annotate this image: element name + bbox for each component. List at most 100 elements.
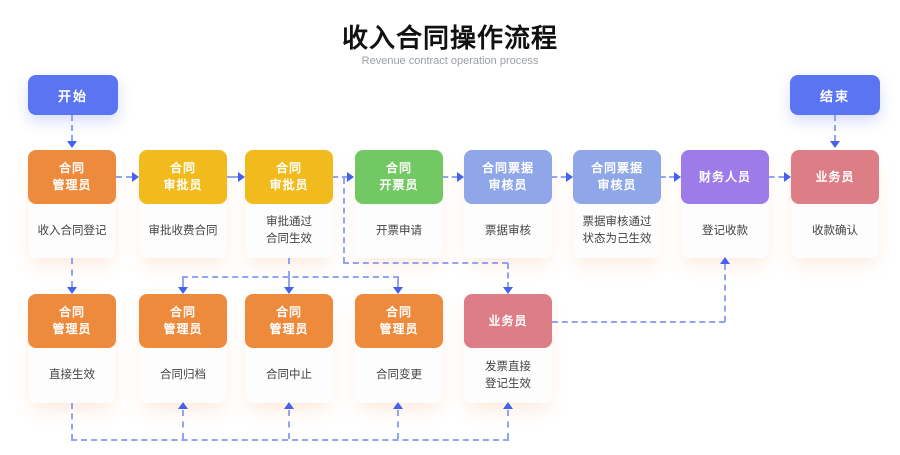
node-role: 合同 审批员 bbox=[245, 150, 333, 204]
start-node: 开始 bbox=[28, 75, 118, 115]
task-text: 合同生效 bbox=[266, 233, 312, 245]
arrowhead-down-icon bbox=[830, 141, 840, 148]
role-text: 合同 bbox=[169, 161, 196, 175]
connector-bottom-start bbox=[71, 403, 73, 440]
arrowhead-down-icon bbox=[67, 287, 77, 294]
card-invoice-request: 开票申请 合同 开票员 bbox=[355, 150, 443, 258]
connector-c4-c5 bbox=[443, 176, 457, 178]
page-subtitle: Revenue contract operation process bbox=[361, 55, 539, 67]
connector-c2-c3 bbox=[227, 176, 238, 178]
start-node-label: 开始 bbox=[57, 88, 88, 104]
role-text: 合同票据 bbox=[481, 161, 534, 175]
task-text: 合同归档 bbox=[160, 369, 206, 381]
arrowhead-down-icon bbox=[178, 287, 188, 294]
task-text: 票据审核 bbox=[485, 224, 531, 237]
connector-bottom-up-archive bbox=[182, 410, 184, 439]
role-text: 业务员 bbox=[488, 313, 528, 328]
connector-bottom-up-change bbox=[397, 410, 399, 439]
card-contract-suspend: 合同中止 合同 管理员 bbox=[245, 294, 333, 403]
node-role: 财务人员 bbox=[681, 150, 769, 204]
task-text: 登记生效 bbox=[485, 377, 531, 390]
connector-to-salesman-drop bbox=[507, 263, 509, 288]
arrowhead-right-icon bbox=[784, 172, 791, 182]
role-text: 管理员 bbox=[269, 322, 309, 336]
task-text: 审批通过 bbox=[266, 216, 312, 228]
card-bill-review: 票据审核 合同票据 审核员 bbox=[464, 150, 552, 258]
task-text: 合同中止 bbox=[266, 369, 312, 381]
arrowhead-right-icon bbox=[347, 172, 354, 182]
arrowhead-down-icon bbox=[393, 287, 403, 294]
node-role: 合同 审批员 bbox=[139, 150, 227, 204]
connector-c7-c8 bbox=[769, 176, 784, 178]
card-approve-fee-contract: 审批收费合同 合同 审批员 bbox=[139, 150, 227, 258]
role-text: 管理员 bbox=[379, 322, 419, 336]
title-block: 收入合同操作流程 Revenue contract operation proc… bbox=[0, 24, 900, 67]
node-role: 合同 管理员 bbox=[139, 294, 227, 348]
card-contract-change: 合同变更 合同 管理员 bbox=[355, 294, 443, 403]
role-text: 合同 bbox=[58, 161, 85, 175]
task-text: 合同变更 bbox=[376, 369, 422, 381]
page-title: 收入合同操作流程 bbox=[341, 23, 558, 53]
arrowhead-right-icon bbox=[457, 172, 464, 182]
connector-effective-branch bbox=[182, 276, 399, 278]
task-text: 发票直接 bbox=[485, 360, 531, 373]
role-text: 审核员 bbox=[597, 178, 637, 192]
connector-end-down bbox=[834, 115, 836, 141]
card-bill-review-passed: 票据审核通过 状态为己生效 合同票据 审核员 bbox=[573, 150, 661, 258]
connector-to-salesman-across bbox=[343, 262, 508, 264]
task-text: 直接生效 bbox=[49, 369, 95, 381]
connector-bottom-up-salesman bbox=[507, 410, 509, 439]
arrowhead-up-icon bbox=[178, 402, 188, 409]
node-role: 合同票据 审核员 bbox=[573, 150, 661, 204]
connector-salesman-to-payment-up bbox=[724, 264, 726, 322]
role-text: 合同 bbox=[385, 161, 412, 175]
end-node-label: 结束 bbox=[819, 88, 850, 104]
card-approval-effective: 审批通过 合同生效 合同 审批员 bbox=[245, 150, 333, 258]
node-role: 业务员 bbox=[464, 294, 552, 348]
connector-branch-archive bbox=[182, 277, 184, 288]
arrowhead-right-icon bbox=[238, 172, 245, 182]
node-role: 合同 管理员 bbox=[355, 294, 443, 348]
connector-start-down bbox=[71, 115, 73, 141]
role-text: 审批员 bbox=[269, 178, 309, 192]
role-text: 审批员 bbox=[163, 178, 203, 192]
role-text: 管理员 bbox=[163, 322, 203, 336]
role-text: 合同 bbox=[385, 305, 412, 319]
node-role: 合同 管理员 bbox=[28, 294, 116, 348]
role-text: 合同 bbox=[169, 305, 196, 319]
task-text: 开票申请 bbox=[376, 224, 422, 237]
role-text: 合同票据 bbox=[590, 161, 643, 175]
role-text: 财务人员 bbox=[698, 169, 751, 184]
end-node: 结束 bbox=[790, 75, 880, 115]
node-role: 合同 开票员 bbox=[355, 150, 443, 204]
arrowhead-right-icon bbox=[674, 172, 681, 182]
arrowhead-right-icon bbox=[566, 172, 573, 182]
node-role: 业务员 bbox=[791, 150, 879, 204]
role-text: 审核员 bbox=[488, 178, 528, 192]
node-role: 合同票据 审核员 bbox=[464, 150, 552, 204]
connector-branch-change bbox=[397, 277, 399, 288]
card-register-payment: 登记收款 财务人员 bbox=[681, 150, 769, 258]
card-register-contract: 收入合同登记 合同 管理员 bbox=[28, 150, 116, 258]
arrowhead-up-icon bbox=[393, 402, 403, 409]
role-text: 合同 bbox=[275, 161, 302, 175]
task-text: 收入合同登记 bbox=[37, 224, 107, 237]
arrowhead-down-icon bbox=[284, 287, 294, 294]
connector-bottom-up-suspend bbox=[288, 410, 290, 439]
arrowhead-down-icon bbox=[503, 287, 513, 294]
role-text: 管理员 bbox=[52, 178, 92, 192]
connector-bottom-rail bbox=[71, 439, 509, 441]
role-text: 合同 bbox=[58, 305, 85, 319]
arrowhead-up-icon bbox=[284, 402, 294, 409]
connector-to-salesman-down bbox=[343, 178, 345, 263]
role-text: 管理员 bbox=[52, 322, 92, 336]
arrowhead-up-icon bbox=[503, 402, 513, 409]
connector-salesman-to-payment bbox=[552, 321, 725, 323]
card-invoice-direct-effective: 发票直接 登记生效 业务员 bbox=[464, 294, 552, 403]
arrowhead-right-icon bbox=[132, 172, 139, 182]
card-direct-effective: 直接生效 合同 管理员 bbox=[28, 294, 116, 403]
task-text: 票据审核通过 bbox=[582, 216, 652, 228]
node-role: 合同 管理员 bbox=[245, 294, 333, 348]
connector-register-to-direct bbox=[71, 258, 73, 287]
